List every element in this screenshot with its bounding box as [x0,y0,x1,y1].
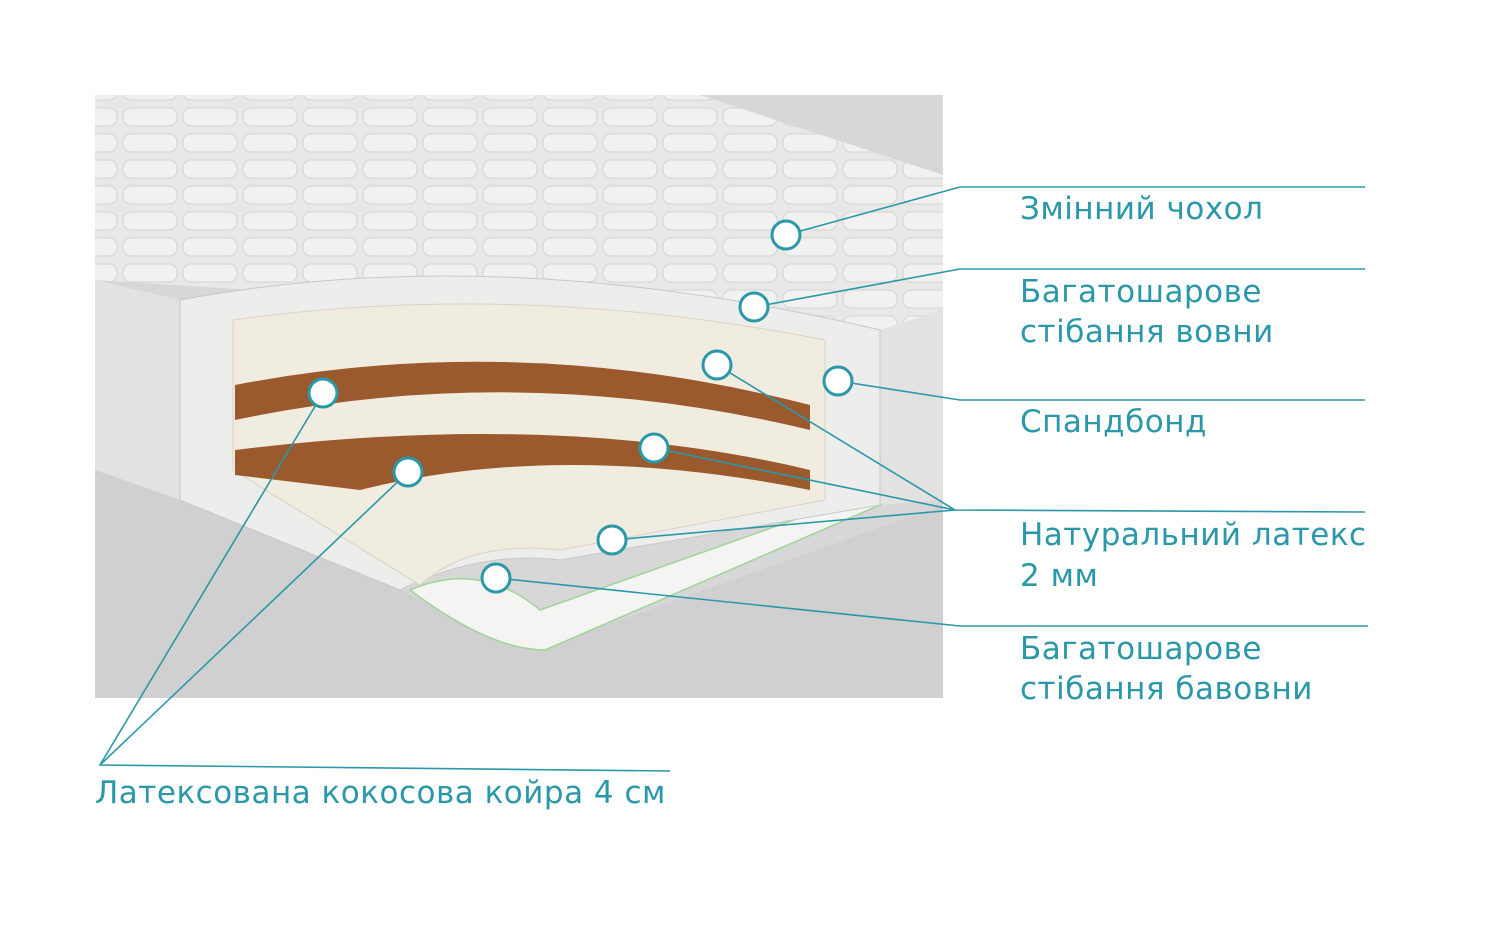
mattress-side [95,280,180,500]
leader-cover [785,186,1365,236]
leader-coir-2 [99,471,409,766]
marker-coir-2 [392,456,424,488]
leader-cotton [495,577,1368,627]
marker-wool [738,291,770,323]
leader-latex-2 [653,447,956,511]
floor [95,470,943,698]
marker-spunbond [822,365,854,397]
label-cotton-2: стібання бавовни [1020,671,1313,707]
leader-latex-3 [611,509,956,541]
marker-latex-3 [596,524,628,556]
leader-wool [753,268,1365,308]
mattress-top-cover [95,95,943,330]
marker-coir-1 [307,377,339,409]
label-cover: Змінний чохол [1020,191,1263,227]
coir-layer-top [235,361,810,430]
label-latex-1: Натуральний латекс [1020,517,1367,553]
label-cotton-1: Багатошарове [1020,631,1262,667]
mattress-side-right [880,310,943,505]
label-wool-2: стібання вовни [1020,314,1274,350]
label-spunbond: Спандбонд [1020,404,1207,440]
label-coir: Латексована кокосова койра 4 см [95,775,666,811]
label-latex-2: 2 мм [1020,558,1098,594]
marker-cover [770,219,802,251]
marker-cotton [480,562,512,594]
marker-latex-1 [701,349,733,381]
marker-latex-2 [638,432,670,464]
label-wool-1: Багатошарове [1020,274,1262,310]
leader-spunbond [837,380,1365,401]
